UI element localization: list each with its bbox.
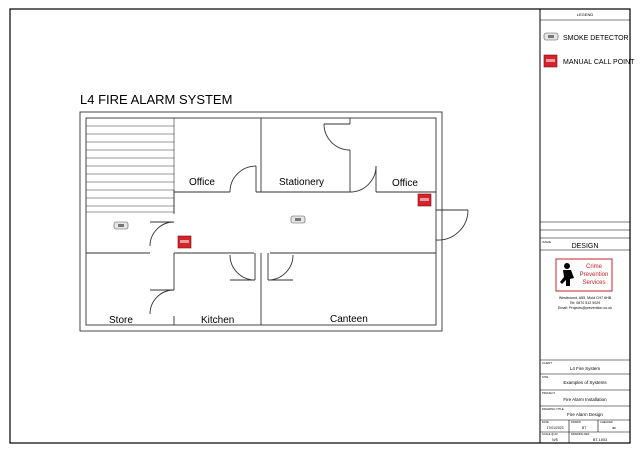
- company-logo: Crime Prevention Services: [555, 258, 613, 292]
- company-tel: Tel: 0870 512 9029: [570, 301, 601, 305]
- manual-call-point-icon: [417, 193, 432, 207]
- room-label-store: Store: [109, 315, 133, 326]
- floor-plan: [79, 111, 469, 332]
- project-caption: PROJECT: [542, 391, 555, 395]
- room-label-canteen: Canteen: [330, 314, 368, 325]
- drawing-title-value: Fire Alarm Design: [567, 412, 603, 417]
- burglar-icon: [560, 263, 574, 286]
- site-caption: SITE: [542, 375, 548, 379]
- scale-caption: SCALE @ A3: [542, 432, 558, 436]
- title-block: [540, 19, 630, 443]
- drawn-value: BT: [582, 426, 586, 430]
- logo-line-2: Prevention: [580, 272, 609, 278]
- client-value: L4 Fire System: [570, 366, 601, 371]
- site-value: Examples of Systems: [563, 380, 607, 385]
- room-label-stationery: Stationery: [279, 177, 324, 188]
- legend-smoke-detector-icon: [543, 32, 559, 41]
- date-value: 17/01/2023: [547, 426, 564, 430]
- logo-line-3: Services: [582, 280, 605, 286]
- staircase: [86, 118, 175, 213]
- smoke-detector-icon: [113, 221, 129, 230]
- checked-value: ac: [612, 426, 616, 430]
- company-email: Email: Projects@prevention.co.uk: [558, 306, 612, 310]
- design-label: DESIGN: [572, 243, 599, 250]
- room-label-office-1: Office: [189, 177, 215, 188]
- legend-manual-call-point-icon: [543, 54, 558, 68]
- sheet-border: [9, 8, 631, 444]
- project-value: Fire Alarm Installation: [563, 397, 607, 402]
- scale-value: N/S: [552, 438, 558, 442]
- client-caption: CLIENT: [542, 361, 552, 365]
- legend-heading: LEGEND: [577, 12, 594, 17]
- drawing-ref-value: BT-1003: [593, 438, 607, 442]
- date-caption: DATE: [542, 420, 549, 424]
- drawing-ref-caption: DRAWING REF: [571, 432, 590, 436]
- design-caption: ISSUE: [542, 240, 551, 244]
- smoke-detector-icon: [290, 215, 306, 224]
- drawing-title: L4 FIRE ALARM SYSTEM: [80, 92, 232, 107]
- room-labels: Office Stationery Office Store Kitchen C…: [109, 177, 418, 326]
- manual-call-point-icon: [177, 235, 192, 249]
- room-label-kitchen: Kitchen: [201, 315, 234, 326]
- company-address: Westbound, A55, Mold CH7 6HB: [559, 296, 612, 300]
- legend-label-manual-call-point: MANUAL CALL POINT: [563, 59, 635, 66]
- drawn-caption: DRAWN: [571, 420, 581, 424]
- drawing-title-caption: DRAWING TITLE: [542, 407, 564, 411]
- room-label-office-2: Office: [392, 178, 418, 189]
- legend-label-smoke-detector: SMOKE DETECTOR: [563, 35, 629, 42]
- logo-line-1: Crime: [586, 264, 603, 270]
- checked-caption: CHECKED: [600, 420, 613, 424]
